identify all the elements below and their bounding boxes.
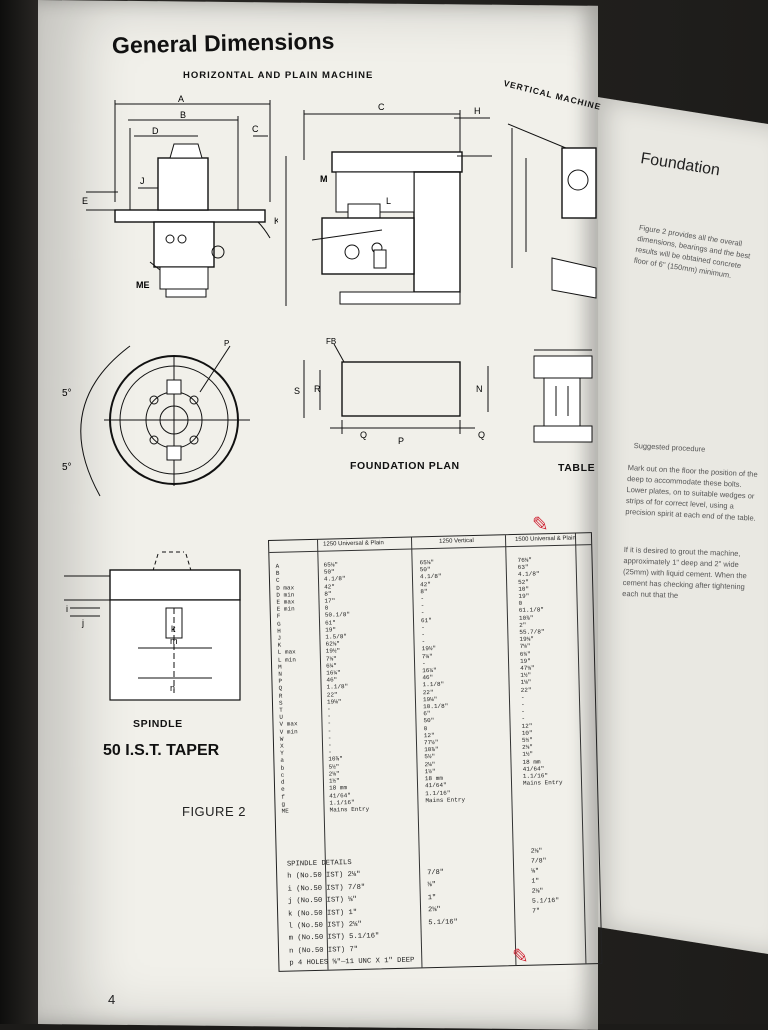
letter-FB: FB [326,337,336,346]
red-annotation-top: ✎ [532,512,549,536]
table-divider-3 [504,535,517,966]
page-number: 4 [108,992,116,1007]
table-cell: 1" [427,893,437,903]
letter-M: M [320,174,328,184]
row-letter: V max [279,720,298,729]
row-letter: L max [277,648,296,657]
letter-i: i [66,604,68,614]
table-cell: 7" [532,907,541,915]
letter-P-rotary: P [224,339,229,348]
rotary-table-plan: P 5° 5° [62,339,250,497]
col-1250-vertical: 65⅛"50"4.1/8"42"8"---61"---19½"7⅛"-16¼"4… [420,558,466,804]
letter-m: m [170,636,178,646]
header-1250-universal: 1250 Universal & Plain [323,540,384,548]
horizontal-machine-side-view: C H M L [285,102,492,306]
letter-Q-left: Q [360,430,367,440]
spindle-col-vertical: 7/8" ⅛" 1" 2⅛" 5.1/16" [427,866,458,929]
letter-B: B [180,110,186,120]
foundation-plan-caption: FOUNDATION PLAN [350,460,460,472]
angle-bottom: 5° [62,462,72,473]
dimensions-table: 1250 Universal & Plain 1250 Vertical 150… [268,532,603,972]
horizontal-machine-front-view: A B C D E J K ME [82,94,278,298]
letter-S: S [294,386,300,396]
letter-Q-right: Q [478,430,485,440]
table-cell: Mains Entry [425,795,466,804]
table-divider-4 [574,533,587,964]
row-letter: E min [276,605,295,614]
letter-D: D [152,126,159,136]
letter-H: H [474,106,481,116]
table-cell: 1" [531,877,540,885]
letter-A: A [178,94,184,104]
letter-L: L [386,196,391,206]
grout-paragraph: If it is desired to grout the machine, a… [622,544,747,600]
angle-top: 5° [62,388,72,399]
letter-k: k [171,624,176,634]
letter-J: J [140,176,145,186]
table-cell: 7/8" [427,868,445,878]
table-cell: 2⅛" [530,847,543,855]
table-caption: TABLE [558,462,596,474]
header-1250-vertical: 1250 Vertical [439,537,474,545]
letter-R: R [314,384,321,394]
table-cell: ⅛" [427,881,436,890]
letter-ME: ME [136,280,150,290]
table-section-drawing [533,349,593,443]
table-cell: 5.1/16" [428,918,458,927]
letter-C: C [252,124,259,134]
table-cell: Mains Entry [329,805,370,814]
spindle-details: SPINDLE DETAILS h (No.50 IST) 2⅛"i (No.5… [287,856,415,971]
spindle-caption: SPINDLE [133,718,183,730]
subtitle-horizontal: HORIZONTAL AND PLAIN MACHINE [183,70,374,81]
letter-C-side: C [378,102,385,112]
letter-E: E [82,196,88,206]
header-1500-universal: 1500 Universal & Plain [514,535,576,543]
foundation-plan-drawing: FB S R N Q P Q [294,337,489,446]
letter-n: n [170,683,175,693]
row-letter: V min [279,728,298,736]
right-page [585,95,768,954]
letter-N: N [476,384,483,394]
procedure-paragraph: Mark out on the floor the position of th… [625,462,758,523]
taper-label: 50 I.S.T. TAPER [103,742,220,759]
page-title: General Dimensions [111,27,335,59]
table-cell: 5.1/16" [531,896,560,905]
spindle-row: p 4 HOLES ⅝"—11 UNC X 1" DEEP [289,956,415,968]
table-cell: 2⅛" [531,887,544,895]
letter-j: j [81,618,84,628]
vertical-machine-view [507,123,597,299]
spindle-rows: h (No.50 IST) 2⅛"i (No.50 IST) 7/8"j (No… [287,868,414,970]
table-cell: Mains Entry [522,779,563,788]
letter-P-plan: P [398,436,404,446]
table-cell: 7/8" [530,857,547,865]
red-annotation-bottom: ✎ [512,944,529,968]
spindle-col-1500: 2⅛"7/8"⅛"1"2⅛"5.1/16"7" [531,846,560,917]
letter-K: K [274,216,278,226]
table-cell: ⅛" [531,867,540,875]
row-letter: L min [277,655,297,664]
figure-number: FIGURE 2 [182,804,246,819]
spindle-drawing: k m n i j [64,551,241,701]
row-letter: ME [281,807,289,815]
table-cell: 2⅛" [428,906,441,915]
